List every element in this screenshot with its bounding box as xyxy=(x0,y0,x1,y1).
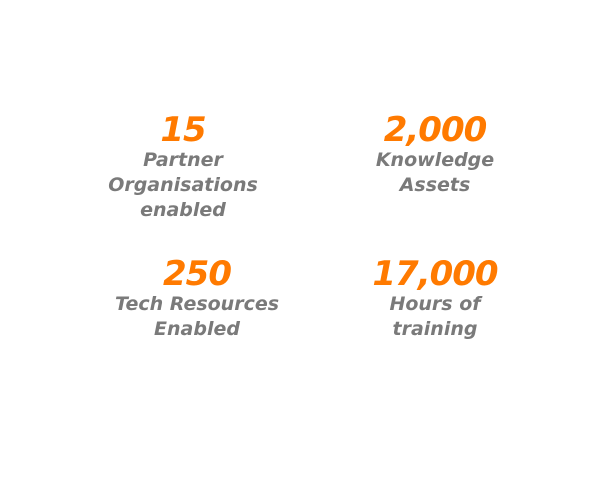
stat-label: Partner Organisations enabled xyxy=(108,149,258,221)
stat-value: 2,000 xyxy=(383,110,488,150)
stat-label: Knowledge Assets xyxy=(375,149,495,196)
stat-tech-resources: 250 Tech Resources Enabled xyxy=(77,256,317,342)
stat-label: Hours of training xyxy=(389,293,481,340)
stat-label: Tech Resources Enabled xyxy=(114,293,280,340)
stat-partner-organisations: 15 Partner Organisations enabled xyxy=(63,112,303,223)
stat-value: 250 xyxy=(163,254,232,294)
stat-training-hours: 17,000 Hours of training xyxy=(315,256,555,342)
stat-value: 15 xyxy=(160,110,206,150)
stat-knowledge-assets: 2,000 Knowledge Assets xyxy=(315,112,555,198)
stat-value: 17,000 xyxy=(372,254,498,294)
